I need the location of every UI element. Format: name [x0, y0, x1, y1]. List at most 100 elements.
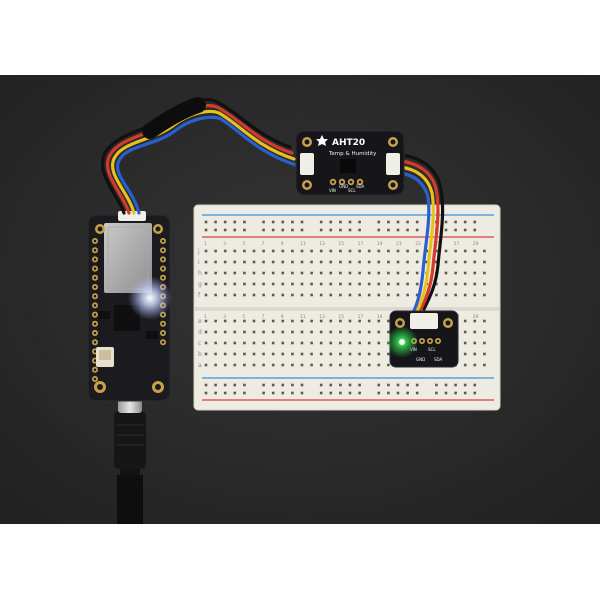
column-number: 23	[415, 241, 421, 247]
hole	[204, 228, 208, 232]
hole	[377, 363, 381, 367]
pin-hole	[161, 248, 165, 252]
hole	[214, 282, 217, 286]
hole	[463, 282, 467, 286]
row-letter: d	[198, 329, 202, 336]
column-number: 15	[338, 314, 344, 320]
row-letter: b	[198, 351, 202, 358]
column-number: 29	[473, 241, 479, 247]
hole	[262, 293, 265, 297]
hole	[435, 293, 438, 297]
hole	[204, 271, 208, 275]
hole	[396, 271, 400, 275]
hole	[348, 363, 352, 367]
pin-hole	[93, 359, 97, 362]
hole	[319, 330, 323, 334]
stemma-cable-1	[101, 97, 298, 215]
row-letter: g	[198, 281, 202, 288]
hole	[377, 249, 381, 253]
pin-hole	[93, 304, 97, 307]
hole	[454, 391, 457, 395]
hole	[348, 249, 352, 253]
hole	[473, 228, 477, 232]
hole	[339, 341, 342, 345]
hole	[454, 293, 457, 297]
pin-hole	[93, 350, 97, 353]
sensor-chip	[340, 159, 356, 173]
hole	[319, 341, 323, 345]
hole	[281, 249, 285, 253]
hole	[377, 341, 381, 345]
hole	[339, 330, 342, 334]
hole	[463, 391, 467, 395]
hole	[329, 228, 333, 232]
hole	[233, 352, 237, 356]
hole	[214, 319, 217, 323]
hole	[223, 271, 227, 275]
hole	[406, 293, 409, 297]
hole	[406, 391, 409, 395]
hole	[214, 341, 217, 345]
hole	[463, 319, 467, 323]
pin-hole	[93, 276, 97, 280]
hole	[463, 271, 467, 275]
hole	[358, 319, 361, 323]
hole	[358, 363, 361, 367]
hole	[396, 260, 400, 264]
hole	[415, 293, 419, 297]
hole	[348, 352, 352, 356]
hole	[444, 282, 448, 286]
hole	[300, 228, 304, 232]
hole	[252, 319, 256, 323]
hole	[454, 282, 457, 286]
stemma-connector-left	[300, 153, 314, 175]
hole	[310, 330, 313, 334]
hole	[367, 282, 371, 286]
hole	[348, 220, 352, 224]
hole	[339, 249, 342, 253]
hole	[204, 352, 208, 356]
hole	[339, 391, 342, 395]
hole	[252, 363, 256, 367]
hole	[233, 330, 237, 334]
hole	[233, 363, 237, 367]
hole	[262, 391, 265, 395]
sensor-subtitle: Temp & Humidity	[328, 151, 377, 157]
hole	[223, 282, 227, 286]
hole	[387, 282, 390, 286]
hole	[319, 271, 323, 275]
hole	[358, 293, 361, 297]
hole	[204, 293, 208, 297]
hole	[214, 260, 217, 264]
sensor-pin-scl: SCL	[348, 188, 356, 193]
hole	[406, 249, 409, 253]
hole	[291, 341, 294, 345]
hole	[329, 220, 333, 224]
hole	[473, 319, 477, 323]
hole	[262, 363, 265, 367]
hole	[339, 271, 342, 275]
hole	[348, 383, 352, 387]
column-number: 3	[223, 314, 226, 320]
hole	[233, 391, 237, 395]
hole	[358, 271, 361, 275]
hole	[252, 293, 256, 297]
hole	[271, 249, 275, 253]
hole	[483, 249, 486, 253]
hole	[291, 220, 294, 224]
hole	[348, 293, 352, 297]
hole	[243, 319, 246, 323]
hole	[348, 319, 352, 323]
hole	[281, 319, 285, 323]
hole	[310, 319, 313, 323]
hole	[300, 260, 304, 264]
hole	[463, 341, 467, 345]
hole	[339, 352, 342, 356]
hole	[319, 293, 323, 297]
hole	[348, 228, 352, 232]
hole	[204, 220, 208, 224]
hole	[454, 249, 457, 253]
hole	[252, 260, 256, 264]
hole	[406, 383, 409, 387]
hole	[415, 260, 419, 264]
